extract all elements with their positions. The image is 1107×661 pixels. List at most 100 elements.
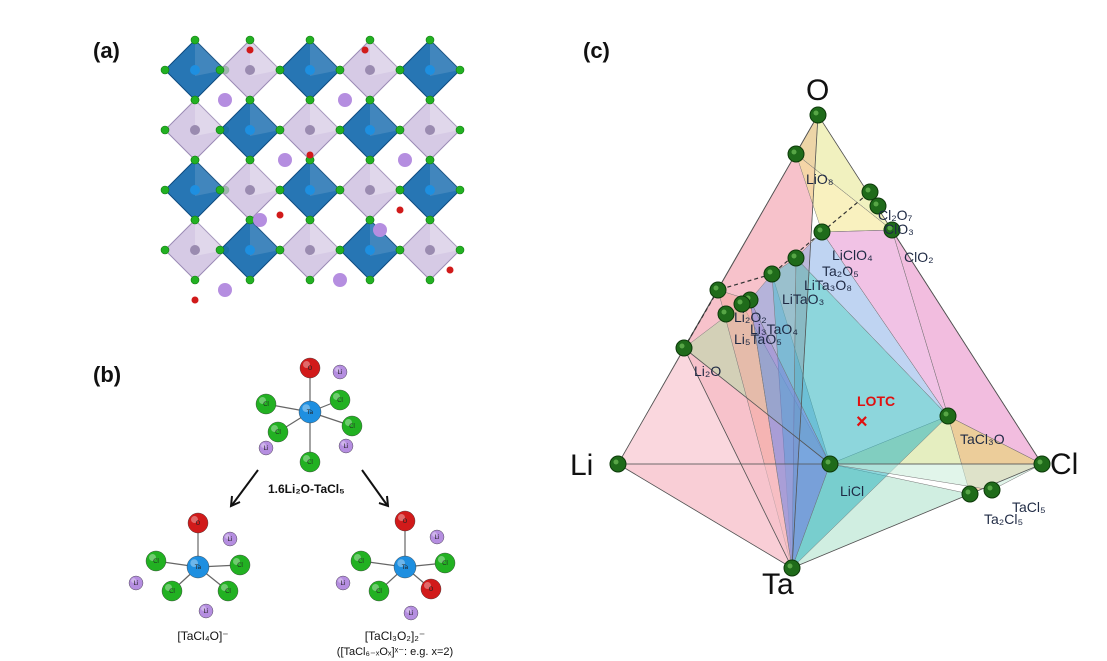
phase-label-litao3: LiTaO₃ — [782, 291, 824, 307]
ta-atom — [305, 125, 315, 135]
panel-label-b: (b) — [93, 362, 122, 387]
atom-symbol: Li — [227, 536, 232, 543]
phase-label-cl2o7: Cl₂O₇ — [878, 207, 913, 223]
chlorine-atom — [145, 550, 167, 572]
top-molecule-label: 1.6Li₂O-TaCl₅ — [268, 482, 345, 496]
ta-atom — [425, 125, 435, 135]
cl-atom — [245, 215, 255, 225]
atom-symbol: Li — [337, 369, 342, 376]
ta-atom — [245, 65, 255, 75]
phase-node — [1033, 455, 1051, 473]
phase-label-liclo4: LiClO₄ — [832, 247, 873, 263]
phase-node — [675, 339, 693, 357]
oxygen-atom — [420, 578, 442, 600]
phase-node — [939, 407, 957, 425]
atom-symbol: Cl — [225, 588, 231, 595]
chlorine-atom — [329, 389, 351, 411]
cl-atom — [160, 245, 170, 255]
cl-atom — [335, 65, 345, 75]
lithium-atom — [332, 364, 348, 380]
lithium-atom — [222, 531, 238, 547]
lithium-atom — [258, 440, 274, 456]
cl-atom — [305, 35, 315, 45]
li-atom — [373, 223, 387, 237]
ta-atom — [365, 125, 375, 135]
cl-atom — [365, 35, 375, 45]
atom-symbol: Li — [408, 610, 413, 617]
phase-facet — [749, 299, 831, 569]
phase-node — [717, 305, 735, 323]
cl-atom — [395, 65, 405, 75]
tantalum-atom — [298, 400, 322, 424]
phase-label-li3tao4: Li₃TaO₄ — [750, 321, 798, 337]
cl-atom — [395, 185, 405, 195]
li-atom — [218, 93, 232, 107]
chlorine-atom — [217, 580, 239, 602]
cl-atom — [275, 245, 285, 255]
ta-atom — [190, 245, 200, 255]
cl-atom — [215, 185, 225, 195]
li-atom — [278, 153, 292, 167]
chlorine-atom — [267, 421, 289, 443]
lithium-atom — [338, 438, 354, 454]
chlorine-atom — [161, 580, 183, 602]
cl-atom — [425, 35, 435, 45]
cl-atom — [305, 95, 315, 105]
atom-symbol: Cl — [442, 560, 448, 567]
o-atom — [246, 46, 254, 54]
cl-atom — [245, 275, 255, 285]
oxygen-atom — [394, 510, 416, 532]
vertex-label-cl: Cl — [1050, 448, 1078, 481]
atom-symbol: Li — [203, 608, 208, 615]
cl-atom — [190, 275, 200, 285]
phase-label-tacl3o: TaCl₃O — [960, 431, 1005, 447]
phase-node — [809, 106, 827, 124]
phase-label-ta2cl5: Ta₂Cl₅ — [984, 511, 1023, 527]
phase-node — [961, 485, 979, 503]
cl-atom — [190, 215, 200, 225]
cl-atom — [245, 155, 255, 165]
lithium-atom — [335, 575, 351, 591]
atom-symbol: O — [308, 365, 313, 372]
phase-label-tacl5: TaCl₅ — [1012, 499, 1046, 515]
left-molecule-caption: [TaCl₄O]⁻ — [177, 629, 229, 643]
atom-symbol: Cl — [263, 401, 269, 408]
cl-atom — [305, 275, 315, 285]
cl-atom — [190, 155, 200, 165]
cl-atom — [335, 125, 345, 135]
cl-atom — [190, 35, 200, 45]
phase-label-lio8: LiO₈ — [806, 171, 834, 187]
ta-atom — [365, 185, 375, 195]
cl-atom — [215, 65, 225, 75]
phase-node — [787, 249, 805, 267]
lithium-atom — [198, 603, 214, 619]
lotc-marker: × — [856, 411, 868, 433]
phase-node — [813, 223, 831, 241]
atom-symbol: Cl — [376, 588, 382, 595]
phase-label-li2o: Li₂O — [694, 363, 721, 379]
hull-edge — [683, 347, 831, 465]
cl-atom — [455, 185, 465, 195]
cl-atom — [455, 125, 465, 135]
phase-label-licl: LiCl — [840, 483, 864, 499]
hull-edge — [791, 463, 1043, 569]
hull-edge — [617, 463, 793, 569]
atom-symbol: Li — [133, 580, 138, 587]
cl-atom — [455, 65, 465, 75]
ta-atom — [425, 65, 435, 75]
cl-atom — [455, 245, 465, 255]
o-atom — [191, 296, 199, 304]
o-atom — [446, 266, 454, 274]
cl-atom — [160, 65, 170, 75]
phase-node — [821, 455, 839, 473]
cl-atom — [335, 185, 345, 195]
atom-symbol: Li — [343, 443, 348, 450]
cl-atom — [365, 275, 375, 285]
hull-edge — [891, 229, 1043, 465]
hull-edge — [791, 114, 819, 569]
phase-label-li2o2: Li₂O₂ — [734, 309, 767, 325]
ta-atom — [190, 125, 200, 135]
li-atom — [333, 273, 347, 287]
